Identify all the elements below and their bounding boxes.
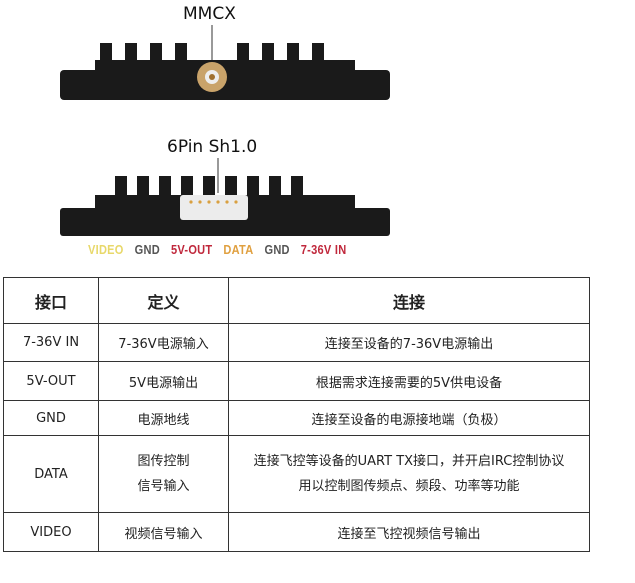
pin-labels: VIDEO GND 5V-OUT DATA GND 7-36V IN xyxy=(88,242,354,257)
pin-label: DATA xyxy=(223,242,254,257)
cell-connection: 连接至设备的电源接地端（负极） xyxy=(228,400,590,436)
cell-definition: 5V电源输出 xyxy=(98,361,229,401)
cell-port: 5V-OUT xyxy=(3,361,99,401)
cell-port: 7-36V IN xyxy=(3,323,99,362)
table-row: DATA 图传控制 信号输入 连接飞控等设备的UART TX接口，并开启IRC控… xyxy=(3,435,590,513)
definition-line: 信号输入 xyxy=(137,479,190,494)
header-definition: 定义 xyxy=(98,277,229,324)
table-header: 接口 定义 连接 xyxy=(3,277,590,324)
table-row: 7-36V IN 7-36V电源输入 连接至设备的7-36V电源输出 xyxy=(3,323,590,362)
connection-line: 连接飞控等设备的UART TX接口，并开启IRC控制协议 xyxy=(253,454,565,469)
cell-definition: 7-36V电源输入 xyxy=(98,323,229,362)
definition-line: 图传控制 xyxy=(137,454,190,469)
top-device-image xyxy=(60,25,390,100)
connection-line: 用以控制图传频点、频段、功率等功能 xyxy=(298,479,520,494)
6pin-connector-icon xyxy=(180,195,248,220)
cell-connection: 连接至飞控视频信号输出 xyxy=(228,512,590,552)
6pin-label: 6Pin Sh1.0 xyxy=(167,137,258,157)
pin-label: GND xyxy=(134,242,160,257)
cell-port: GND xyxy=(3,400,99,436)
mmcx-label: MMCX xyxy=(183,4,236,24)
pin-label: VIDEO xyxy=(88,242,124,257)
bottom-device-image xyxy=(60,158,390,236)
pin-label: GND xyxy=(264,242,290,257)
pin-label: 5V-OUT xyxy=(170,242,213,257)
table-row: GND 电源地线 连接至设备的电源接地端（负极） xyxy=(3,400,590,436)
pin-definition-table: 接口 定义 连接 7-36V IN 7-36V电源输入 连接至设备的7-36V电… xyxy=(3,277,590,552)
cell-definition: 视频信号输入 xyxy=(98,512,229,552)
cell-definition: 电源地线 xyxy=(98,400,229,436)
cell-port: DATA xyxy=(3,435,99,513)
cell-port: VIDEO xyxy=(3,512,99,552)
cell-definition: 图传控制 信号输入 xyxy=(98,435,229,513)
cell-connection: 根据需求连接需要的5V供电设备 xyxy=(228,361,590,401)
table-row: VIDEO 视频信号输入 连接至飞控视频信号输出 xyxy=(3,512,590,552)
header-port: 接口 xyxy=(3,277,99,324)
pin-label: 7-36V IN xyxy=(300,242,347,257)
table-row: 5V-OUT 5V电源输出 根据需求连接需要的5V供电设备 xyxy=(3,361,590,401)
header-connection: 连接 xyxy=(228,277,590,324)
cell-connection: 连接至设备的7-36V电源输出 xyxy=(228,323,590,362)
cell-connection: 连接飞控等设备的UART TX接口，并开启IRC控制协议 用以控制图传频点、频段… xyxy=(228,435,590,513)
